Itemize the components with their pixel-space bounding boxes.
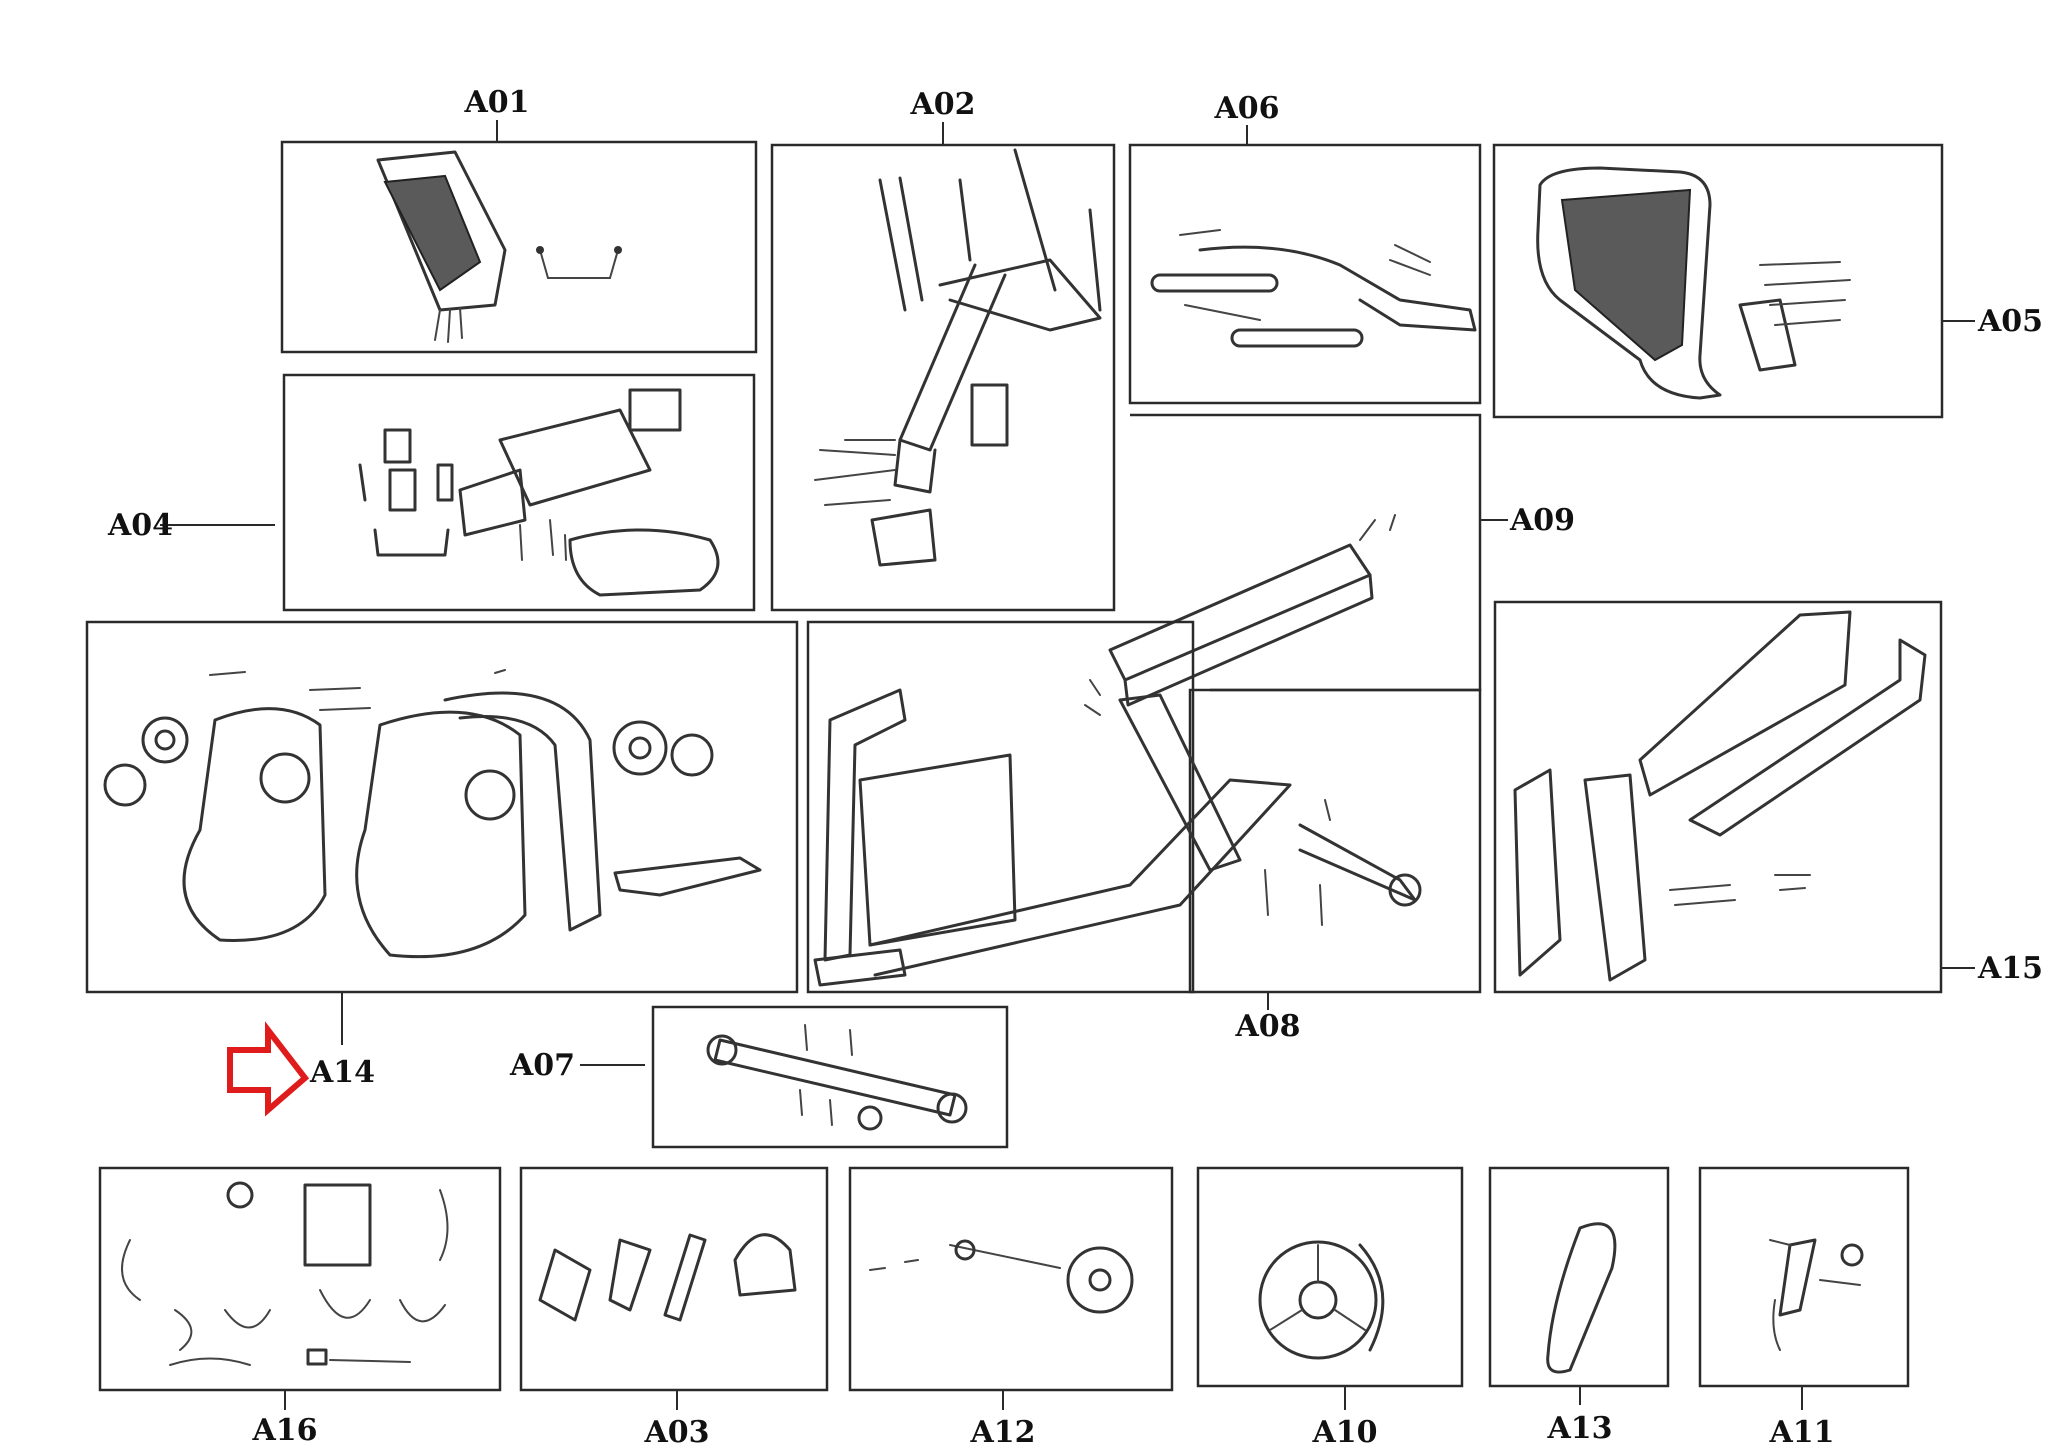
label-A01: A01 (463, 85, 529, 120)
label-A05: A05 (1977, 304, 2043, 339)
label-A10: A10 (1311, 1415, 1377, 1450)
side-cover-illustration (103, 669, 762, 959)
part-A06[interactable]: A06 (1128, 91, 1482, 405)
drive-belt-illustration (1546, 1222, 1617, 1374)
part-A12[interactable]: A12 (848, 1166, 1174, 1450)
part-A10[interactable]: A10 (1196, 1166, 1464, 1450)
part-A04[interactable]: A04 (107, 373, 756, 612)
part-A13[interactable]: A13 (1488, 1166, 1670, 1446)
label-A15: A15 (1977, 951, 2043, 986)
arrow-right-icon (227, 1021, 310, 1117)
rear-cover-illustration (1513, 610, 1927, 982)
label-A14: A14 (309, 1055, 375, 1090)
label-A08: A08 (1234, 1009, 1300, 1044)
electronics-illustration (121, 1181, 449, 1366)
label-A12: A12 (969, 1415, 1035, 1450)
pedals-illustration (538, 1233, 797, 1322)
upper-handlebar-illustration (1150, 229, 1477, 348)
label-A06: A06 (1213, 91, 1279, 126)
label-A09: A09 (1509, 503, 1575, 538)
main-frame-illustration (813, 688, 1422, 987)
tension-assembly-illustration (1769, 1238, 1864, 1351)
rear-stabilizer-illustration (706, 1024, 968, 1131)
console-illustration (376, 150, 622, 343)
part-A03[interactable]: A03 (519, 1166, 829, 1450)
part-A08[interactable]: A08 (806, 620, 1482, 1044)
label-A07: A07 (509, 1048, 575, 1083)
label-A04: A04 (107, 508, 173, 543)
part-A01[interactable]: A01 (280, 85, 758, 354)
label-A13: A13 (1546, 1411, 1612, 1446)
label-A02: A02 (909, 87, 975, 122)
part-A15[interactable]: A15 (1493, 600, 2043, 994)
flywheel-illustration (1258, 1240, 1385, 1360)
handlebar-post-illustration (814, 148, 1102, 567)
part-A07[interactable]: A07 (509, 1005, 1009, 1149)
part-A16[interactable]: A16 (98, 1166, 502, 1448)
seat-slider-illustration (358, 388, 720, 597)
crank-axle-illustration (869, 1239, 1134, 1314)
seat-back-illustration (1536, 166, 1851, 400)
label-A16: A16 (251, 1413, 317, 1448)
seat-rail-illustration (1084, 514, 1396, 716)
part-A05[interactable]: A05 (1492, 143, 2043, 419)
part-A02[interactable]: A02 (770, 87, 1116, 612)
label-A11: A11 (1768, 1415, 1834, 1450)
part-A09[interactable]: A09 (1084, 413, 1575, 716)
part-A14[interactable]: A14 (85, 620, 799, 1117)
label-A03: A03 (643, 1415, 709, 1450)
part-A11[interactable]: A11 (1698, 1166, 1910, 1450)
